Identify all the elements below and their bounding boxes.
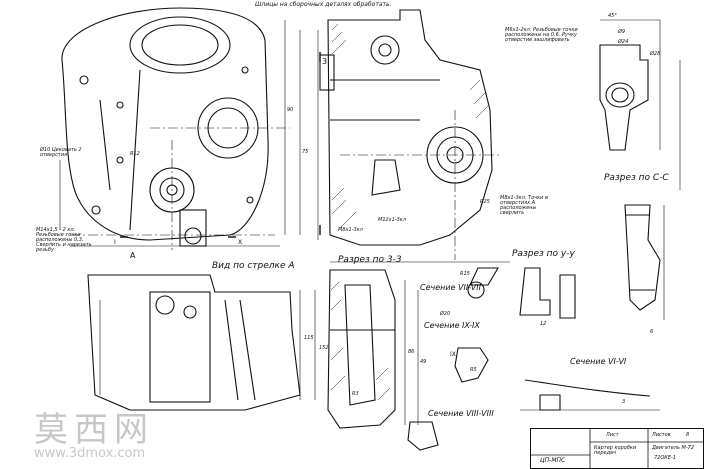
dim-label: 152: [319, 345, 329, 351]
title-org: ЦП-МПС: [540, 457, 566, 464]
section-8-8-profile: [407, 421, 439, 451]
dim-label: 86: [408, 349, 415, 355]
dim-label: R25: [480, 199, 490, 205]
housing-side-section: [319, 9, 510, 263]
dim-label: Ø20: [440, 311, 451, 317]
section-6-6-title: Сечение VI-VI: [570, 357, 627, 366]
section-7-7-title: Сечение VII-VII: [420, 283, 481, 292]
title-block: [530, 428, 704, 469]
top-note: Шлицы на сборочных деталях обработать.: [255, 1, 392, 8]
section-yy-profile: [519, 267, 576, 319]
watermark-url: www.3dmox.com: [34, 446, 146, 461]
dim-label: R5: [470, 367, 477, 373]
mark-x: X: [238, 239, 243, 246]
note-m12: M12x1-3кл: [378, 217, 407, 223]
dim-label: Ø28: [650, 51, 661, 57]
title-sheets-label: Листов: [652, 432, 671, 438]
section-8-8-title: Сечение VIII-VIII: [428, 409, 494, 418]
upper-right-detail: [599, 19, 681, 190]
section-3-3-title: Разрез по 3-3: [338, 255, 402, 265]
housing-front-view: [61, 7, 290, 250]
dim-label: 45°: [608, 13, 617, 19]
title-sheet-number: 8: [686, 432, 690, 438]
dim-label: R15: [460, 271, 470, 277]
dim-label: 90: [287, 107, 294, 113]
note-threads-top-right: М6х1-2кл. Резьбовые точки расположены на…: [505, 27, 578, 43]
dim-label: Ø24: [618, 39, 629, 45]
section-yy-title: Разрез по у-у: [512, 249, 575, 259]
section-cc-title: Разрез по С-С: [604, 173, 669, 183]
dim-label: 3: [622, 399, 626, 405]
mark-i: I: [114, 239, 116, 246]
section-cc-detail: [624, 204, 665, 320]
dim-label: 12: [540, 321, 547, 327]
note-m8: M8x1-3кл: [338, 227, 363, 233]
section-9-9-title: Сечение IX-IX: [424, 321, 480, 330]
watermark-logo: 莫西网: [34, 410, 154, 450]
title-doc: Двигатель М-72: [652, 445, 694, 451]
view-arrow-a-title: Вид по стрелке А: [212, 261, 295, 271]
dim-label: R12: [130, 151, 140, 157]
section-6-6-profile: [520, 379, 660, 411]
note-counterbore: Ø10 Цековать 2 отверстия: [40, 147, 82, 158]
view-by-arrow-a: [87, 274, 316, 411]
note-threads-middle: М8х1-3кл. Точки в отверстиях А расположе…: [500, 195, 548, 216]
dim-label: 75: [302, 149, 309, 155]
title-code: 72ОКЕ-1: [654, 455, 676, 461]
title-sheet-label: Лист: [606, 432, 619, 438]
section-7-7-profile: [467, 267, 499, 299]
mark-ix: IX: [450, 351, 456, 358]
dim-label: Ø9: [618, 29, 626, 35]
mark-3: 3: [322, 57, 328, 66]
dim-label: 49: [420, 359, 427, 365]
dim-label: R3: [352, 391, 359, 397]
mark-a: А: [130, 251, 136, 260]
section-3-3: [327, 269, 419, 429]
section-9-9-profile: [454, 347, 489, 383]
note-threads-bottom-left: М14х1,5 - 2 кл. Резьбовые точки располож…: [36, 227, 92, 253]
dim-label: 6: [650, 329, 654, 335]
dim-label: 115: [304, 335, 314, 341]
title-part-name: Картер коробки передач: [594, 445, 637, 456]
